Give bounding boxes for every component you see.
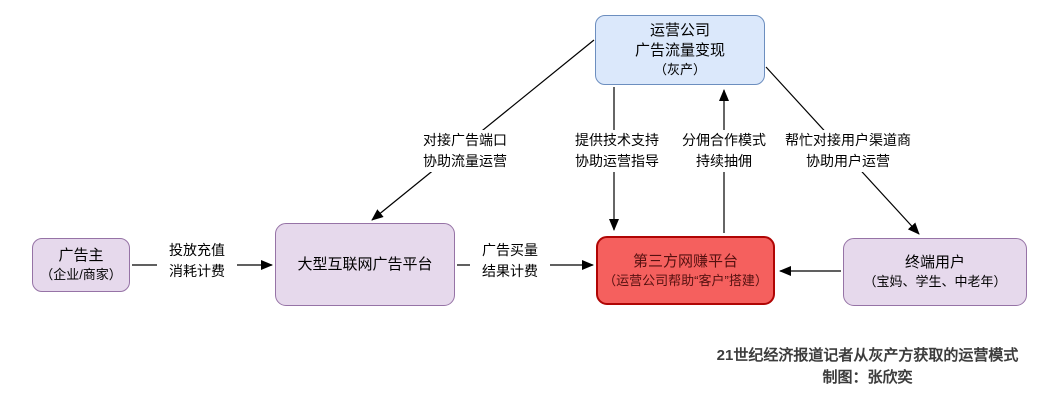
caption-line1: 21世纪经济报道记者从灰产方获取的运营模式 (716, 347, 1019, 364)
edge-label-channel-line2: 协助用户运营 (806, 153, 890, 169)
advertiser-title: 广告主 (58, 247, 104, 264)
edge-label-buy: 广告买量 结果计费 (470, 240, 550, 282)
edge-label-tech-line2: 协助运营指导 (575, 153, 659, 169)
operator-subtitle: （灰产） (653, 62, 706, 77)
edge-label-deposit-line2: 消耗计费 (169, 263, 225, 279)
ad-platform-node: 大型互联网广告平台 (275, 223, 455, 306)
end-user-subtitle: （宝妈、学生、中老年） (863, 274, 1007, 289)
operator-title: 运营公司 (649, 22, 710, 39)
edge-label-channel-line1: 帮忙对接用户渠道商 (785, 132, 911, 148)
edge-label-commission-line2: 持续抽佣 (696, 153, 752, 169)
end-user-title: 终端用户 (904, 254, 965, 271)
ad-platform-title: 大型互联网广告平台 (297, 255, 433, 273)
third-party-node: 第三方网赚平台 （运营公司帮助“客户”搭建） (596, 236, 775, 305)
operator-node: 运营公司 广告流量变现 （灰产） (595, 15, 765, 85)
edge-label-buy-line2: 结果计费 (482, 263, 538, 279)
advertiser-subtitle: （企业/商家） (40, 267, 122, 282)
third-party-title: 第三方网赚平台 (632, 252, 738, 270)
edge-label-channel: 帮忙对接用户渠道商 协助用户运营 (773, 130, 923, 172)
edge-label-port: 对接广告端口 协助流量运营 (405, 130, 525, 172)
edge-label-deposit: 投放充值 消耗计费 (157, 240, 237, 282)
end-user-node: 终端用户 （宝妈、学生、中老年） (843, 238, 1027, 306)
edge-label-buy-line1: 广告买量 (482, 242, 538, 258)
edge-label-deposit-line1: 投放充值 (169, 242, 225, 258)
advertiser-node: 广告主 （企业/商家） (32, 238, 130, 292)
edge-label-tech: 提供技术支持 协助运营指导 (557, 130, 677, 172)
third-party-subtitle: （运营公司帮助“客户”搭建） (603, 272, 768, 288)
edge-label-port-line2: 协助流量运营 (423, 153, 507, 169)
edge-label-commission-line1: 分佣合作模式 (682, 132, 766, 148)
edge-label-tech-line1: 提供技术支持 (575, 132, 659, 148)
edge-label-port-line1: 对接广告端口 (423, 132, 507, 148)
caption-line2: 制图：张欣奕 (822, 369, 913, 386)
caption: 21世纪经济报道记者从灰产方获取的运营模式 制图：张欣奕 (695, 345, 1040, 389)
edge-label-commission: 分佣合作模式 持续抽佣 (664, 130, 784, 172)
operator-title-line2: 广告流量变现 (634, 42, 725, 59)
